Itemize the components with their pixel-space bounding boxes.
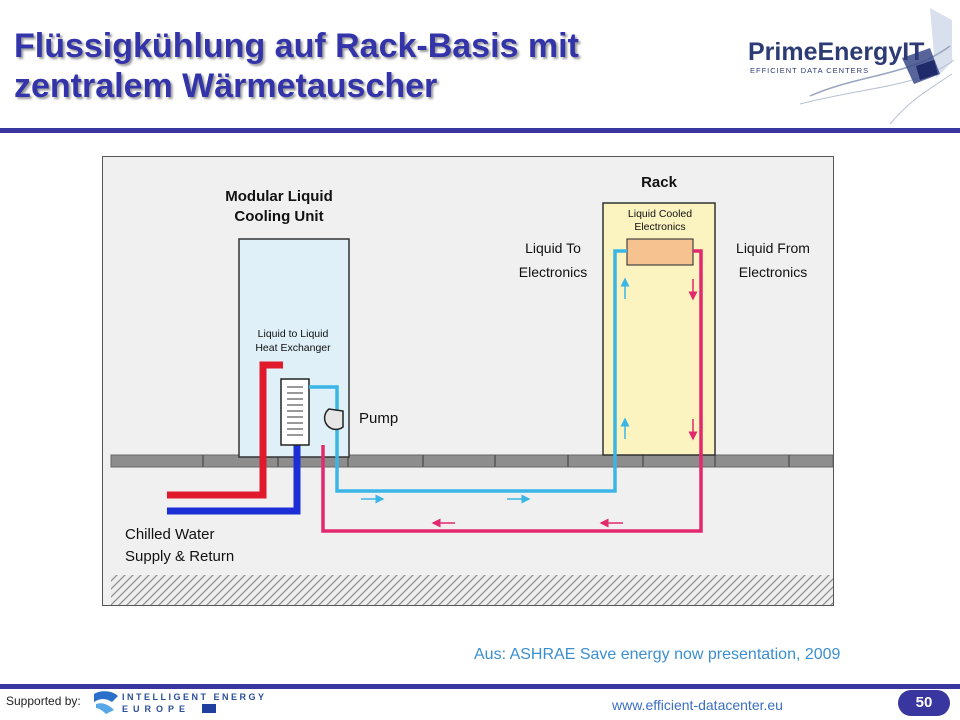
website-url[interactable]: www.efficient-datacenter.eu: [612, 697, 783, 713]
footer-divider: [0, 684, 960, 689]
cooling-unit-title-1: Modular Liquid: [225, 188, 332, 205]
supported-by-label: Supported by:: [6, 694, 81, 708]
pump-label: Pump: [359, 410, 398, 427]
page-number: 50: [898, 690, 950, 716]
heat-exchanger-icon: [280, 378, 310, 446]
source-caption: Aus: ASHRAE Save energy now presentation…: [474, 646, 841, 663]
chilled-water-label-2: Supply & Return: [125, 548, 234, 565]
primeenergyit-logo: PrimeEnergyIT EFFICIENT DATA CENTERS: [748, 8, 955, 125]
logo-tagline: EFFICIENT DATA CENTERS: [750, 66, 869, 75]
liquid-from-electronics-label-1: Liquid From: [736, 240, 810, 256]
rack-inner-label-1: Liquid Cooled: [628, 208, 692, 220]
iee-line-1: INTELLIGENT ENERGY: [122, 692, 267, 702]
cooling-diagram-canvas: Modular Liquid Cooling Unit Liquid to Li…: [110, 174, 833, 605]
heat-exchanger-label-2: Heat Exchanger: [255, 342, 331, 354]
pump-icon: [323, 408, 344, 431]
cold-loop-pipe: [309, 249, 627, 493]
intelligent-energy-europe-logo: INTELLIGENT ENERGY EUROPE: [94, 691, 267, 714]
cold-flow-arrows: [361, 277, 630, 504]
rack-inner-label-2: Electronics: [634, 221, 685, 233]
slide-title-line-1: Flüssigkühlung auf Rack-Basis mit: [14, 27, 579, 65]
iee-line-2: EUROPE: [122, 704, 190, 714]
title-divider: [0, 128, 960, 133]
liquid-to-electronics-label-1: Liquid To: [525, 240, 581, 256]
hot-loop-pipe: [321, 249, 703, 533]
slide-title-line-2: zentralem Wärmetauscher: [14, 67, 438, 105]
liquid-from-electronics-label-2: Electronics: [739, 264, 807, 280]
hot-flow-arrows: [431, 279, 698, 528]
rack-title: Rack: [641, 174, 678, 191]
cooling-diagram: Modular Liquid Cooling Unit Liquid to Li…: [102, 156, 834, 606]
iee-swoosh-icon: [94, 691, 118, 702]
chilled-water-supply-pipe: [167, 361, 283, 499]
liquid-to-electronics-label-2: Electronics: [519, 264, 587, 280]
cooling-unit-title-2: Cooling Unit: [234, 208, 323, 225]
slide-title: Flüssigkühlung auf Rack-Basis mit zentra…: [14, 26, 579, 106]
heat-exchanger-label-1: Liquid to Liquid: [258, 328, 329, 340]
eu-flag-icon: [202, 704, 216, 713]
liquid-cooled-electronics-block: [626, 238, 694, 266]
logo-wordmark: PrimeEnergyIT: [748, 38, 924, 66]
chilled-water-return-pipe: [167, 427, 301, 515]
chilled-water-label-1: Chilled Water: [125, 526, 214, 543]
subfloor-slab: [111, 575, 833, 605]
raised-floor: [110, 454, 833, 468]
logo-swoosh-icon: [799, 8, 955, 125]
